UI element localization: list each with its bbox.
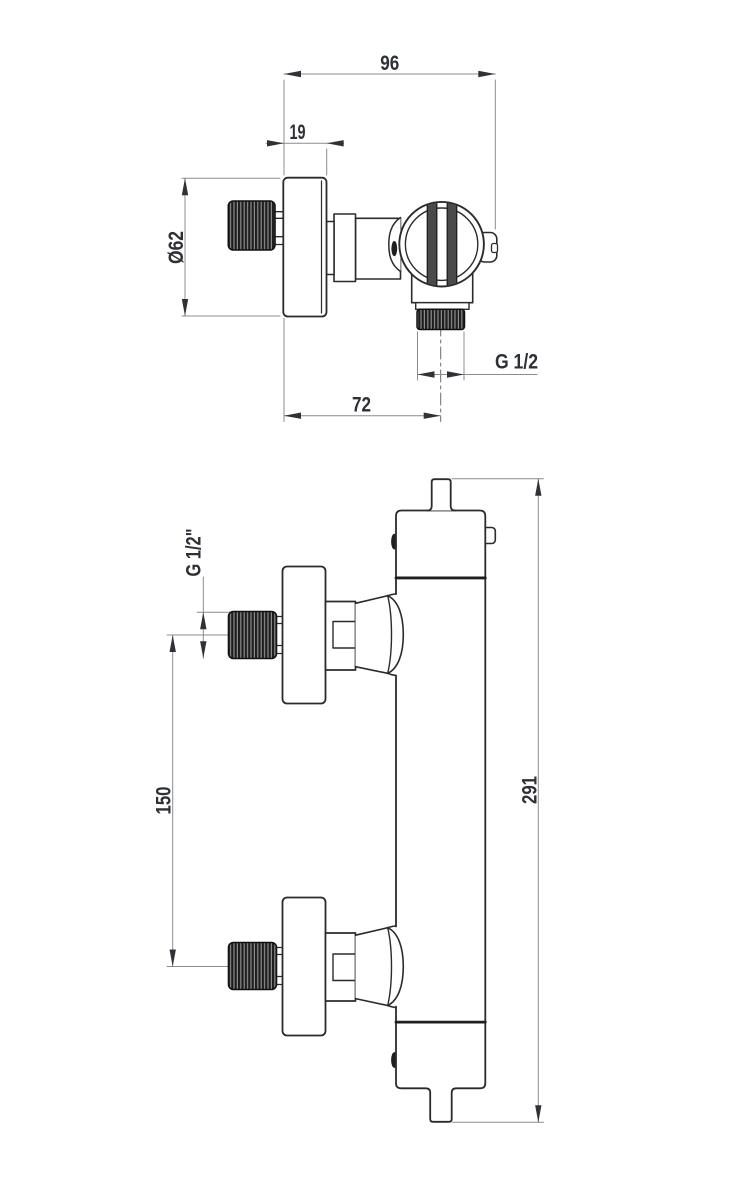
lower-inlet-thread <box>227 941 278 991</box>
wall-inlet-thread <box>227 200 276 251</box>
dim-plate-thickness: 19 <box>290 121 306 144</box>
outlet-neck <box>415 302 470 311</box>
upper-wall-plate <box>281 565 327 705</box>
valve-body-circle <box>398 200 485 288</box>
dim-outlet-thread: G 1/2 <box>495 351 538 374</box>
dim-plate-diameter: Ø62 <box>165 231 188 264</box>
lower-wall-plate <box>281 896 327 1037</box>
front-view-dimension-arrows <box>169 478 542 1123</box>
top-view-extension-lines <box>181 79 496 422</box>
upper-inlet-thread <box>227 610 278 660</box>
dim-inlet-thread: G 1/2" <box>183 529 206 577</box>
front-view-extension-lines <box>166 478 544 1123</box>
connection-collar <box>325 220 335 276</box>
upper-nut-notch <box>332 620 357 649</box>
wall-plate <box>282 176 328 318</box>
body-column-edges <box>395 577 487 1023</box>
upper-inlet-bell <box>354 593 405 677</box>
top-view-dimension-arrows <box>181 70 496 419</box>
shower-outlet-tab-top <box>426 478 457 512</box>
lower-inlet-bell <box>354 925 405 1009</box>
bottom-cap <box>395 1021 487 1123</box>
top-view: 96 19 Ø62 G 1/2 72 <box>165 52 538 422</box>
outlet-thread <box>416 308 466 331</box>
dim-outlet-offset: 72 <box>352 394 371 417</box>
valve-body-inner-rim <box>404 207 479 282</box>
safety-button-tip <box>490 242 499 254</box>
dim-total-depth: 96 <box>380 52 399 75</box>
lower-nut-notch <box>332 953 357 982</box>
dim-total-height: 291 <box>519 776 542 804</box>
connection-flange <box>333 213 357 283</box>
lower-connection-nut <box>324 932 357 1002</box>
front-view: G 1/2" 150 291 <box>153 478 544 1123</box>
cover-screw <box>391 241 398 257</box>
upper-connection-nut <box>324 600 357 671</box>
dim-inlet-spacing: 150 <box>153 787 176 815</box>
top-cap <box>395 509 487 580</box>
body-column-fill <box>396 577 486 1023</box>
